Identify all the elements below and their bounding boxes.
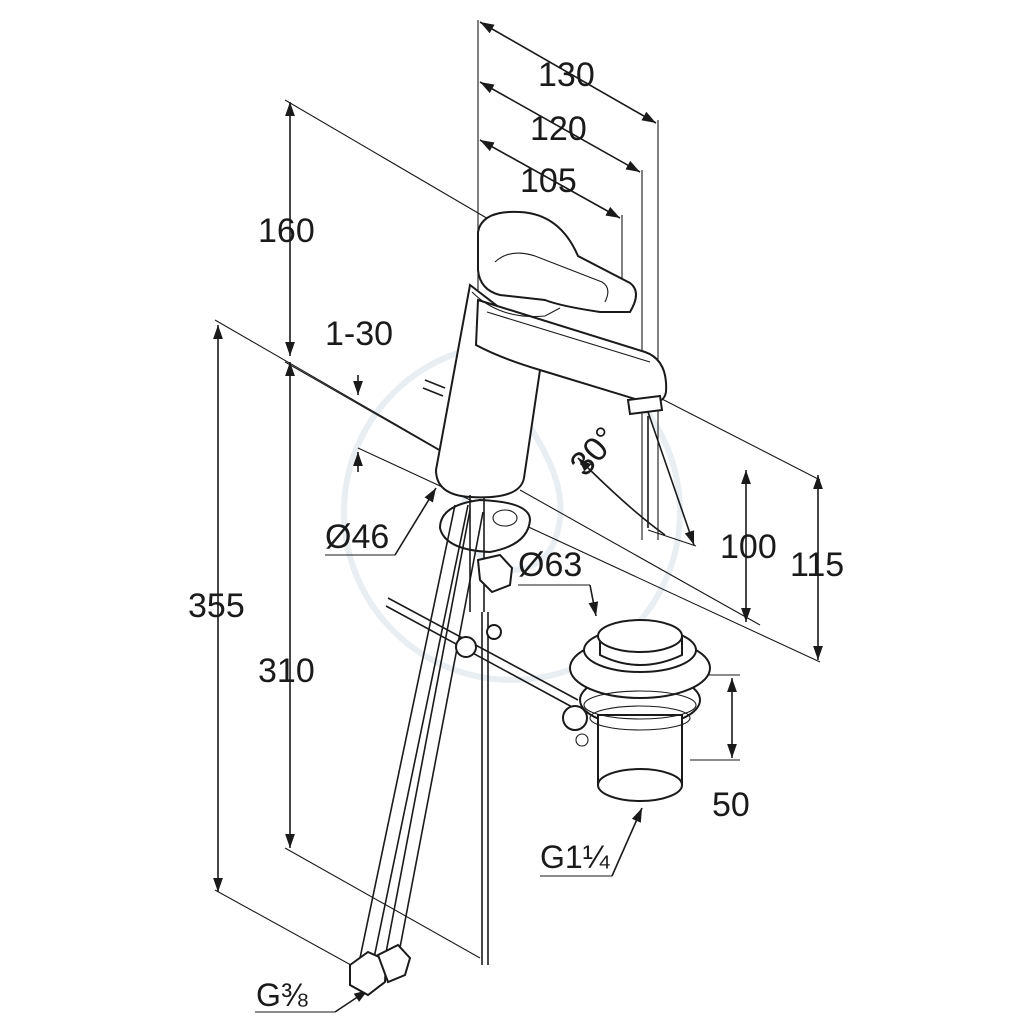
label-width-lever: 105 [520,162,577,200]
waste-thread-main: G1 [540,839,583,875]
label-diameter-waste: Ø63 [518,546,582,584]
hose-thread-main: G [256,977,281,1013]
label-height-overall: 355 [188,587,245,625]
dimension-lines [213,20,823,1013]
label-width-mid: 120 [530,110,587,148]
hose-thread-fraction: ⅜ [281,977,308,1013]
label-waste-height: 50 [712,786,750,824]
waste-valve [562,619,711,802]
faucet-illustration [422,210,668,499]
supply-hoses [349,504,484,997]
base-mount [438,495,532,965]
label-spout-angle: 30° [563,420,626,484]
pull-rod [385,597,579,709]
label-spout-height-100: 100 [720,528,777,566]
svg-text:G⅜: G⅜ [256,977,308,1013]
label-hose-thread: G⅜ [256,977,308,1013]
svg-text:G1¼: G1¼ [540,839,611,875]
label-width-total: 130 [538,56,595,94]
label-spout-height-115: 115 [790,546,844,584]
waste-thread-fraction: ¼ [583,839,611,875]
label-waste-thread: G1¼ [540,839,611,875]
label-deck-thickness: 1-30 [325,315,393,353]
label-height-below: 310 [258,652,315,690]
label-diameter-base: Ø46 [325,518,389,556]
label-height-upper: 160 [258,212,315,250]
